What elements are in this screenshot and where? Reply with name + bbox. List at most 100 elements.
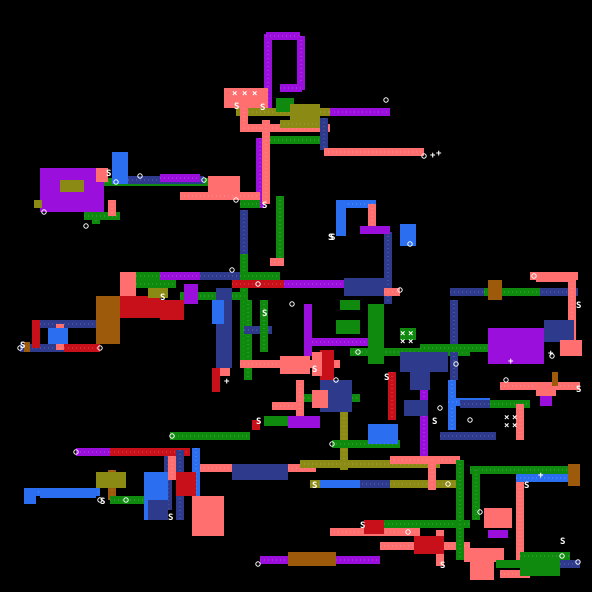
corridor [260, 300, 268, 352]
plus-marker-icon: + [436, 149, 442, 159]
door-ring-icon [329, 441, 335, 447]
room [290, 104, 320, 120]
corridor [240, 210, 248, 290]
room [404, 400, 428, 416]
room [232, 464, 288, 480]
door-ring-icon [503, 377, 509, 383]
corridor [270, 258, 284, 266]
start-marker-icon: S [330, 233, 335, 243]
room [176, 472, 196, 496]
corridor [266, 32, 300, 40]
plus-marker-icon: + [538, 471, 544, 481]
corridor [280, 120, 320, 128]
corridor [108, 200, 116, 216]
corridor [472, 470, 480, 520]
start-marker-icon: S [328, 233, 333, 243]
door-ring-icon [233, 197, 239, 203]
door-ring-icon [255, 561, 261, 567]
room [148, 288, 168, 298]
start-marker-icon: S [168, 513, 173, 523]
room [552, 372, 558, 386]
start-marker-icon: S [256, 417, 261, 427]
door-ring-icon [453, 361, 459, 367]
door-ring-icon [169, 433, 175, 439]
room [414, 536, 444, 554]
corridor [244, 300, 252, 380]
corridor [200, 272, 240, 280]
room [280, 356, 310, 374]
corridor [296, 380, 304, 420]
start-marker-icon: S [524, 481, 529, 491]
room [24, 342, 30, 352]
corridor [40, 320, 96, 328]
corridor [450, 300, 458, 380]
room [192, 496, 224, 536]
corridor [324, 148, 424, 156]
start-marker-icon: S [234, 102, 239, 112]
cross-marker-icon: × [408, 337, 413, 347]
door-ring-icon [407, 241, 413, 247]
door-ring-icon [201, 177, 207, 183]
start-marker-icon: S [312, 365, 317, 375]
room [304, 304, 312, 356]
corridor [84, 212, 120, 220]
room [276, 98, 294, 112]
cross-marker-icon: × [400, 337, 405, 347]
corridor [380, 520, 470, 528]
room [470, 560, 494, 580]
room [484, 508, 512, 528]
corridor [110, 496, 160, 504]
room [60, 180, 84, 192]
corridor [490, 400, 530, 408]
start-marker-icon: S [360, 521, 365, 531]
cross-marker-icon: × [408, 329, 413, 339]
room [360, 226, 390, 234]
corridor [388, 372, 396, 420]
corridor [390, 456, 460, 464]
room [540, 396, 552, 406]
room [336, 320, 360, 334]
corridor [516, 474, 572, 482]
room [488, 530, 508, 538]
door-ring-icon [333, 377, 339, 383]
start-marker-icon: S [384, 373, 389, 383]
door-ring-icon [123, 497, 129, 503]
corridor [272, 402, 304, 410]
corridor [456, 460, 464, 560]
door-ring-icon [17, 345, 23, 351]
start-marker-icon: S [106, 169, 111, 179]
corridor [264, 34, 272, 110]
room [320, 350, 334, 386]
room-layer [24, 88, 582, 580]
corridor [304, 338, 380, 346]
room [520, 560, 560, 576]
cross-marker-icon: × [242, 89, 247, 99]
room [34, 200, 42, 208]
start-marker-icon: S [260, 103, 265, 113]
room [184, 284, 198, 304]
room [568, 464, 580, 486]
cross-marker-icon: × [504, 413, 509, 423]
door-ring-icon [437, 405, 443, 411]
room [120, 296, 160, 318]
corridor [516, 480, 524, 560]
cross-marker-icon: × [232, 89, 237, 99]
room [148, 500, 168, 520]
room [212, 300, 224, 324]
door-ring-icon [97, 497, 103, 503]
start-marker-icon: S [560, 537, 565, 547]
start-marker-icon: S [262, 201, 267, 211]
room [24, 488, 36, 504]
corridor [300, 460, 440, 468]
corridor [484, 288, 540, 296]
room [536, 272, 576, 282]
room [252, 420, 260, 430]
corridor [336, 200, 376, 208]
room [464, 548, 504, 562]
door-ring-icon [445, 481, 451, 487]
room [400, 328, 416, 340]
corridor [384, 232, 392, 304]
room [488, 328, 544, 364]
